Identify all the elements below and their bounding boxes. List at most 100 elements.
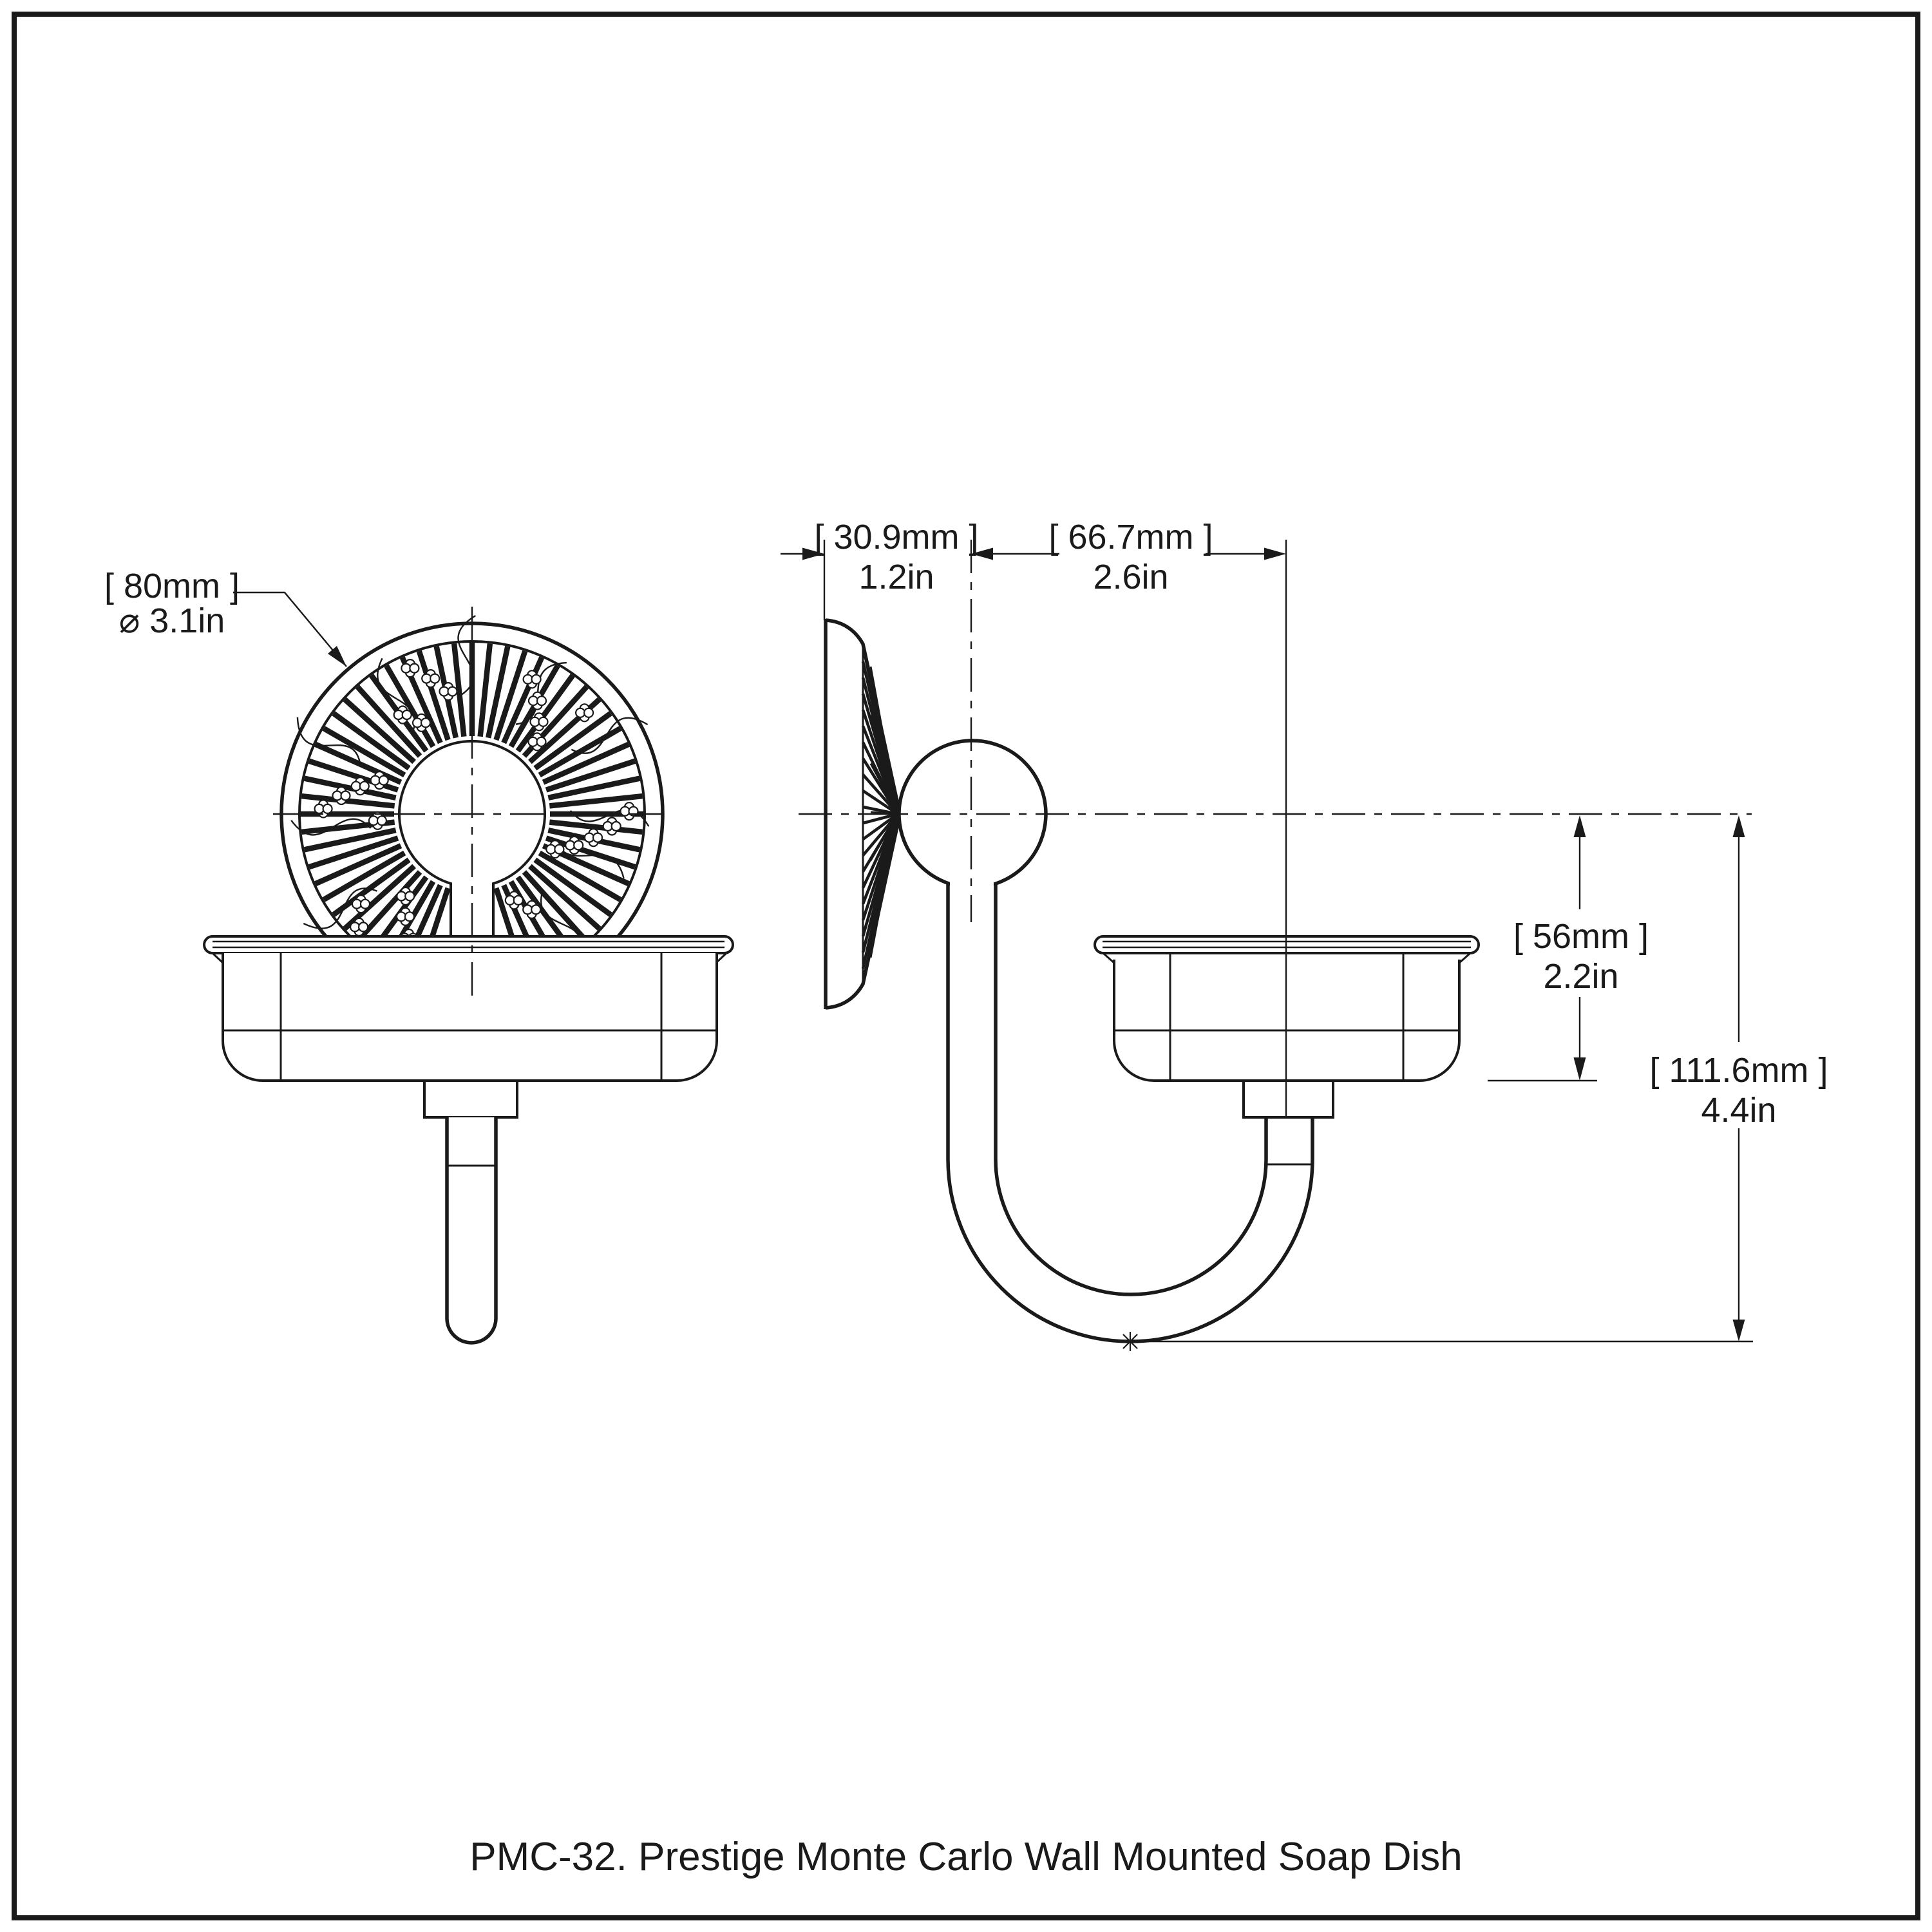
spoke: [343, 697, 416, 764]
dim-offset-mm: [ 66.7mm ]: [1048, 518, 1213, 556]
arrowhead-icon: [1573, 815, 1586, 837]
dish-rim-front: [203, 935, 734, 954]
spoke: [542, 741, 630, 785]
clover-ornament: [359, 781, 370, 791]
clover-ornament: [314, 803, 325, 815]
clover-ornament: [430, 673, 440, 684]
dish-inner-wall: [279, 953, 663, 1079]
mount-post-side: [1242, 1079, 1334, 1119]
dim-offset-in: 2.6in: [1093, 558, 1168, 596]
clover-ornament: [554, 844, 565, 855]
hatch-line: [862, 812, 898, 825]
dim-total-drop-in: 4.4in: [1701, 1091, 1776, 1130]
hatch-line: [862, 813, 899, 841]
spoke: [547, 775, 641, 800]
spoke: [515, 674, 575, 753]
hatch-line: [862, 773, 899, 815]
spoke: [451, 643, 467, 737]
clover-ornament: [340, 790, 351, 801]
caption: PMC-32. Prestige Monte Carlo Wall Mounte…: [469, 1835, 1462, 1879]
tangent-star-marker: [1121, 1332, 1140, 1351]
hatch-line: [869, 762, 899, 815]
leader-line: [233, 591, 347, 667]
side-view: [824, 618, 1480, 1343]
clover-ornament: [531, 904, 542, 915]
cone-hatching: [861, 645, 900, 985]
spoke: [332, 857, 411, 917]
clover-ornament: [583, 707, 594, 718]
clover-ornament: [611, 820, 621, 832]
spoke: [486, 645, 511, 739]
spoke: [549, 793, 643, 809]
arrowhead-icon: [802, 547, 824, 560]
spoke: [301, 793, 395, 809]
spoke: [322, 850, 406, 902]
dish-inner-wall: [1169, 953, 1405, 1079]
clover-ornament: [573, 840, 584, 851]
mount-post-front: [423, 1079, 518, 1119]
vine-ornament: [303, 887, 377, 929]
spoke: [545, 835, 636, 870]
arrowhead-icon: [1732, 1320, 1745, 1341]
clover-ornament: [536, 736, 547, 747]
dim-total-drop-mm: [ 111.6mm ]: [1649, 1051, 1828, 1090]
spoke: [522, 870, 589, 943]
clover-ornament: [513, 895, 524, 906]
spoke: [322, 726, 406, 778]
spoke: [308, 835, 399, 870]
clover-ornament: [359, 898, 371, 909]
hatch-line: [869, 715, 899, 815]
clover-ornament: [447, 686, 458, 697]
vine-ornament: [571, 717, 649, 754]
clover-ornament: [378, 775, 389, 786]
spoke: [493, 650, 528, 741]
hatch-line: [861, 813, 900, 985]
spoke: [545, 758, 636, 793]
spoke: [355, 870, 422, 943]
vine-ornament: [290, 818, 372, 836]
clover-ornament: [322, 803, 333, 815]
dimension-annotations: [ 30.9mm ] 1.2in [ 66.7mm ] 2.6in [ 56mm…: [104, 518, 1828, 1351]
clover-ornament: [404, 911, 415, 922]
spoke: [538, 726, 622, 778]
clover-ornament: [420, 717, 431, 728]
front-view: [203, 607, 734, 1345]
spoke: [538, 850, 622, 902]
clover-ornament: [592, 832, 603, 843]
hatch-line: [869, 666, 899, 815]
spoke: [314, 843, 402, 887]
spoke: [314, 741, 402, 785]
dim-wall-depth-in: 1.2in: [858, 558, 934, 596]
spoke: [528, 864, 601, 931]
spoke: [416, 650, 451, 741]
clover-ornament: [531, 674, 542, 685]
spoke: [533, 711, 612, 771]
arrowhead-icon: [1264, 547, 1286, 560]
hatch-line: [862, 789, 899, 815]
spoke: [332, 711, 411, 771]
clover-ornament: [376, 815, 388, 826]
border-frame: [12, 12, 1920, 1920]
spoke: [549, 819, 643, 835]
spoke: [355, 685, 422, 758]
clover-ornament: [404, 891, 415, 902]
dim-wall-depth-mm: [ 30.9mm ]: [814, 518, 978, 556]
dim-dish-drop-in: 2.2in: [1543, 957, 1618, 996]
arm-stem-front: [445, 1117, 498, 1345]
spoke: [533, 857, 612, 917]
clover-ornament: [538, 716, 549, 727]
clover-ornament: [401, 709, 412, 721]
spoke: [303, 828, 397, 853]
arrowhead-icon: [328, 646, 346, 667]
arrowhead-icon: [971, 547, 993, 560]
clover-ornament: [357, 922, 369, 933]
arrowhead-icon: [1732, 815, 1745, 837]
dish-body-front: [222, 953, 718, 1082]
clover-ornament: [409, 663, 420, 674]
spoke: [343, 864, 416, 931]
dim-dish-drop-mm: [ 56mm ]: [1513, 917, 1649, 956]
clover-ornament: [536, 696, 547, 706]
dim-diameter-in: ⌀ 3.1in: [119, 601, 225, 640]
arrowhead-icon: [1573, 1057, 1586, 1081]
